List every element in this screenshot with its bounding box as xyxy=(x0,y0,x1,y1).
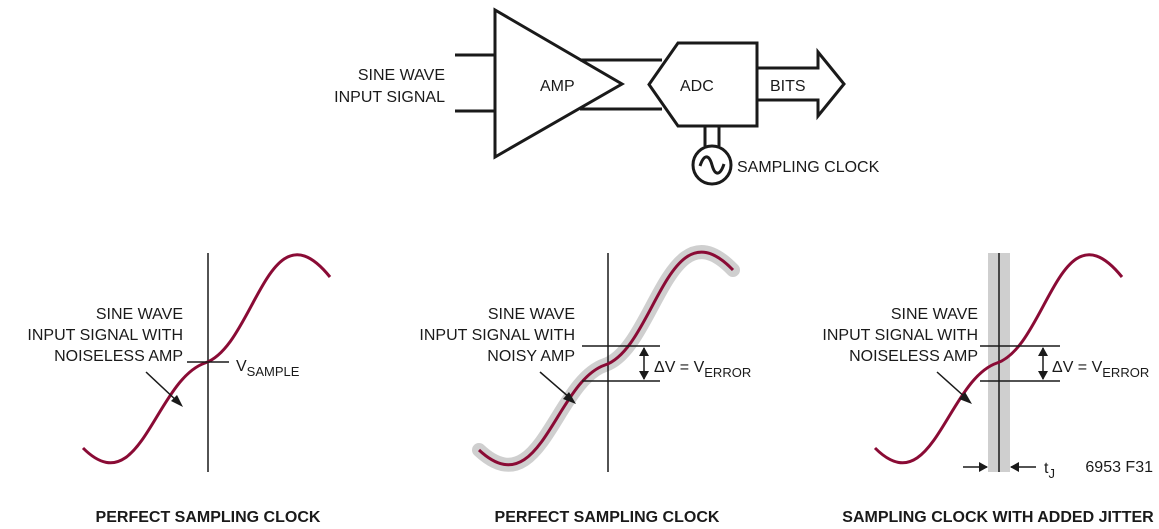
signal-label-line3: NOISELESS AMP xyxy=(849,348,978,365)
input-label-line1: SINE WAVE xyxy=(358,67,445,84)
amp-label: AMP xyxy=(540,78,575,95)
block-diagram: SINE WAVE INPUT SIGNAL AMP ADC BITS SAMP… xyxy=(334,10,879,184)
pointer-line xyxy=(146,372,178,402)
pointer-line xyxy=(937,372,966,398)
jitter-label: tJ xyxy=(1044,460,1055,481)
error-arrow-up-icon xyxy=(1038,347,1048,356)
pointer-line xyxy=(540,372,570,398)
error-label: ΔV = VERROR xyxy=(654,359,751,380)
signal-label-line1: SINE WAVE xyxy=(96,306,183,323)
jitter-arrow-left-icon xyxy=(979,462,988,472)
sine-symbol-icon xyxy=(700,157,724,173)
error-arrow-up-icon xyxy=(639,347,649,356)
signal-label-line3: NOISY AMP xyxy=(487,348,575,365)
v-sample-label: VSAMPLE xyxy=(236,358,300,379)
signal-label-line2: INPUT SIGNAL WITH xyxy=(822,327,978,344)
signal-label-line2: INPUT SIGNAL WITH xyxy=(27,327,183,344)
panel-caption: PERFECT SAMPLING CLOCK xyxy=(495,509,720,526)
error-label: ΔV = VERROR xyxy=(1052,359,1149,380)
figure-id: 6953 F31 xyxy=(1085,459,1153,476)
panel-perfect-clock-noiseless: SINE WAVE INPUT SIGNAL WITH NOISELESS AM… xyxy=(27,253,330,526)
clock-label: SAMPLING CLOCK xyxy=(737,159,880,176)
panel-jitter-clock: SINE WAVE INPUT SIGNAL WITH NOISELESS AM… xyxy=(822,253,1154,526)
panel-caption: PERFECT SAMPLING CLOCK xyxy=(96,509,321,526)
input-label-line2: INPUT SIGNAL xyxy=(334,89,445,106)
signal-label-line1: SINE WAVE xyxy=(891,306,978,323)
signal-label-line3: NOISELESS AMP xyxy=(54,348,183,365)
jitter-arrow-right-icon xyxy=(1010,462,1019,472)
adc-label: ADC xyxy=(680,78,714,95)
bits-label: BITS xyxy=(770,78,806,95)
panel-caption: SAMPLING CLOCK WITH ADDED JITTER xyxy=(842,509,1154,526)
error-arrow-down-icon xyxy=(1038,371,1048,380)
error-arrow-down-icon xyxy=(639,371,649,380)
signal-label-line1: SINE WAVE xyxy=(488,306,575,323)
panel-perfect-clock-noisy: SINE WAVE INPUT SIGNAL WITH NOISY AMP ΔV… xyxy=(419,252,751,526)
signal-label-line2: INPUT SIGNAL WITH xyxy=(419,327,575,344)
